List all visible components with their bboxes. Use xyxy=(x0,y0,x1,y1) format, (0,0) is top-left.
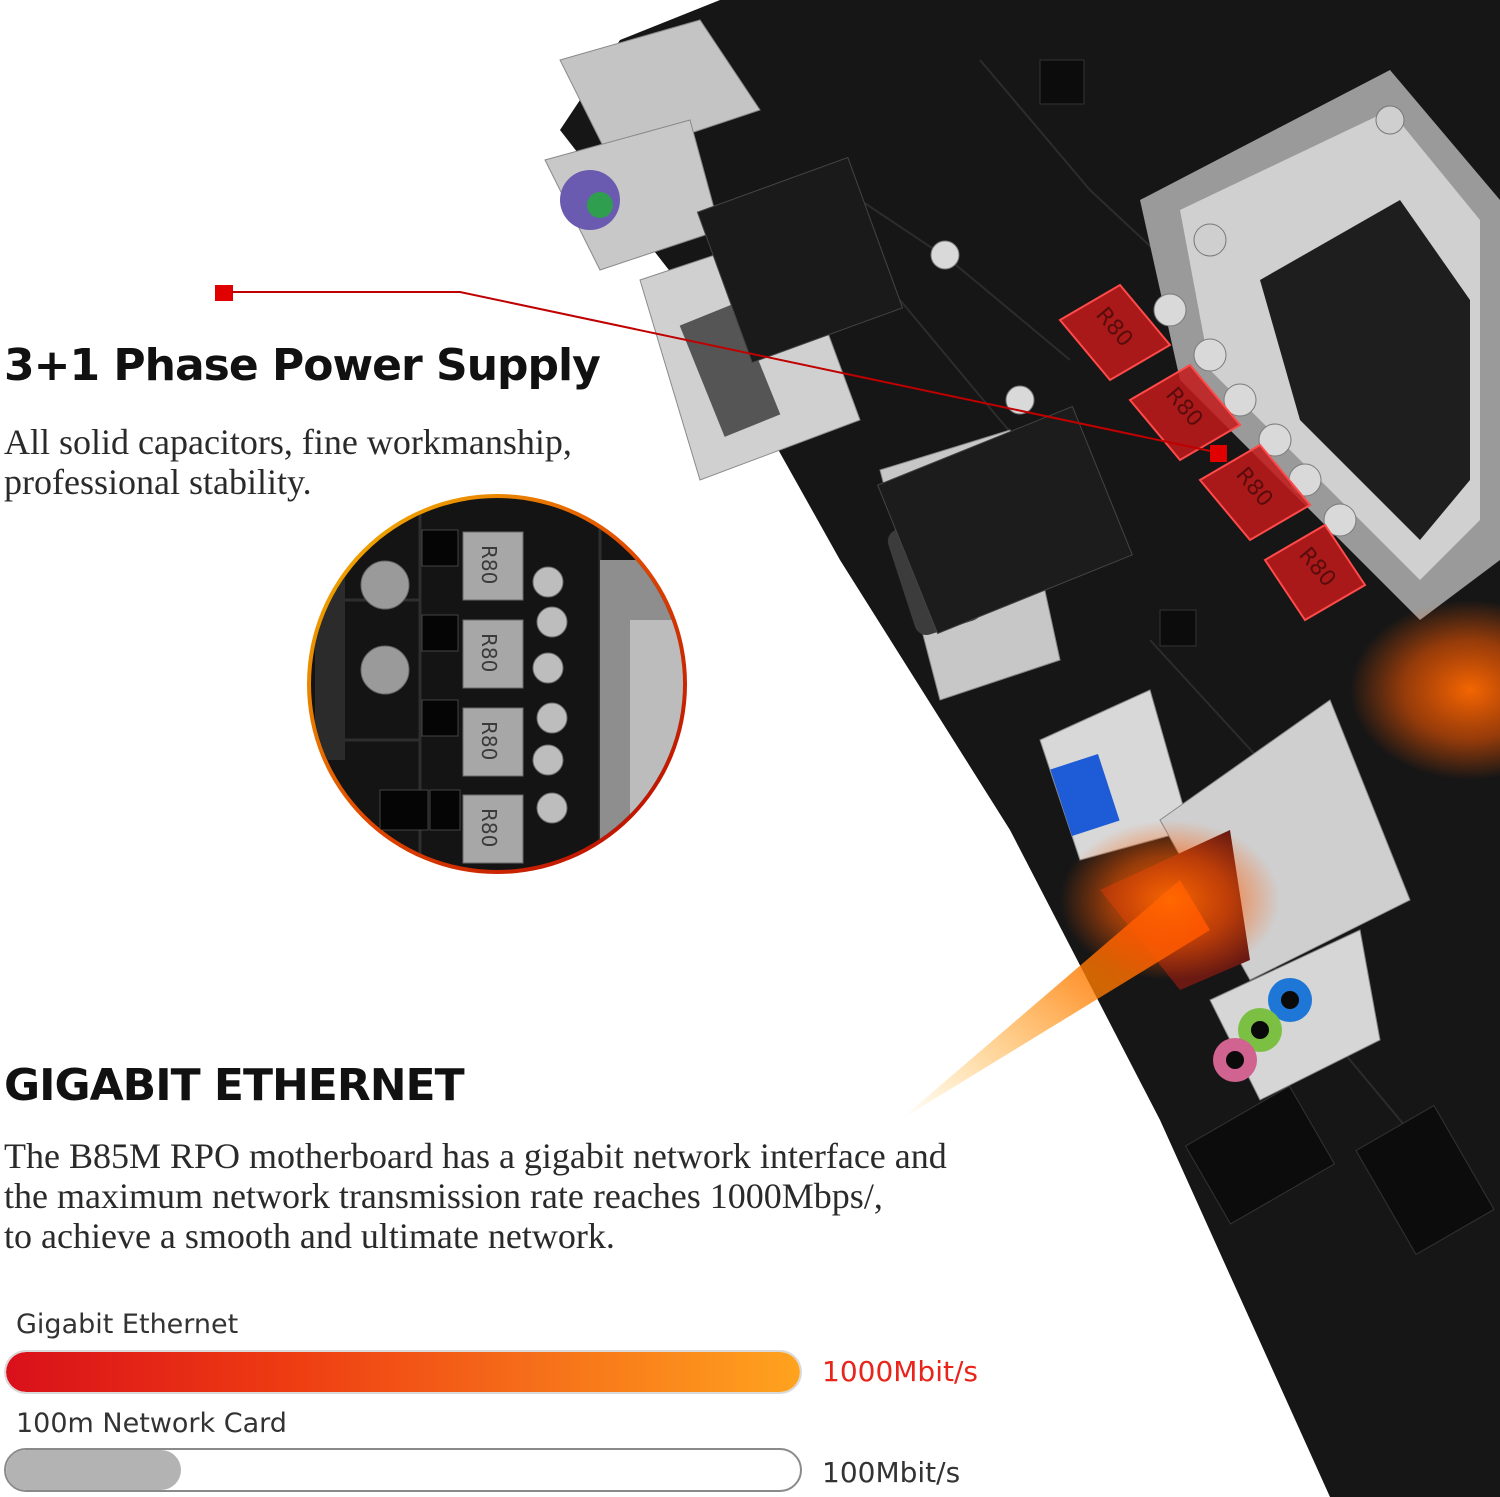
power-supply-title: 3+1 Phase Power Supply xyxy=(4,340,601,391)
gigabit-speed-fill xyxy=(6,1352,800,1392)
description-line: the maximum network transmission rate re… xyxy=(4,1176,883,1216)
description-line: The B85M RPO motherboard has a gigabit n… xyxy=(4,1136,947,1176)
description-line: All solid capacitors, fine workmanship, xyxy=(4,422,572,462)
callout-pointer xyxy=(215,285,1227,462)
ethernet-title: GIGABIT ETHERNET xyxy=(4,1060,465,1111)
ethernet-description: The B85M RPO motherboard has a gigabit n… xyxy=(4,1136,947,1256)
fast-ethernet-speed-fill xyxy=(6,1450,181,1490)
vrm-inductors-highlighted xyxy=(1058,283,1367,622)
power-supply-description: All solid capacitors, fine workmanship, … xyxy=(4,422,572,502)
cpu-socket xyxy=(1140,70,1500,620)
lan-glow-effect xyxy=(900,600,1500,1120)
description-line: to achieve a smooth and ultimate network… xyxy=(4,1216,615,1256)
inductor-label-zoom: R80 xyxy=(477,633,501,672)
inductor-label-zoom: R80 xyxy=(477,808,501,847)
inductor-label-zoom: R80 xyxy=(477,721,501,760)
vrm-capacitors xyxy=(930,240,1357,537)
gigabit-speed-value: 1000Mbit/s xyxy=(822,1355,978,1388)
fast-ethernet-speed-value: 100Mbit/s xyxy=(822,1456,961,1489)
fast-ethernet-bar-label: 100m Network Card xyxy=(16,1408,287,1439)
fast-ethernet-speed-bar xyxy=(4,1448,802,1492)
description-line: professional stability. xyxy=(4,462,312,502)
inductor-label-zoom: R80 xyxy=(477,545,501,584)
gigabit-speed-bar xyxy=(4,1350,802,1394)
gigabit-bar-label: Gigabit Ethernet xyxy=(16,1309,239,1340)
vrm-zoom-circle: R80 R80 R80 R80 xyxy=(307,494,687,874)
